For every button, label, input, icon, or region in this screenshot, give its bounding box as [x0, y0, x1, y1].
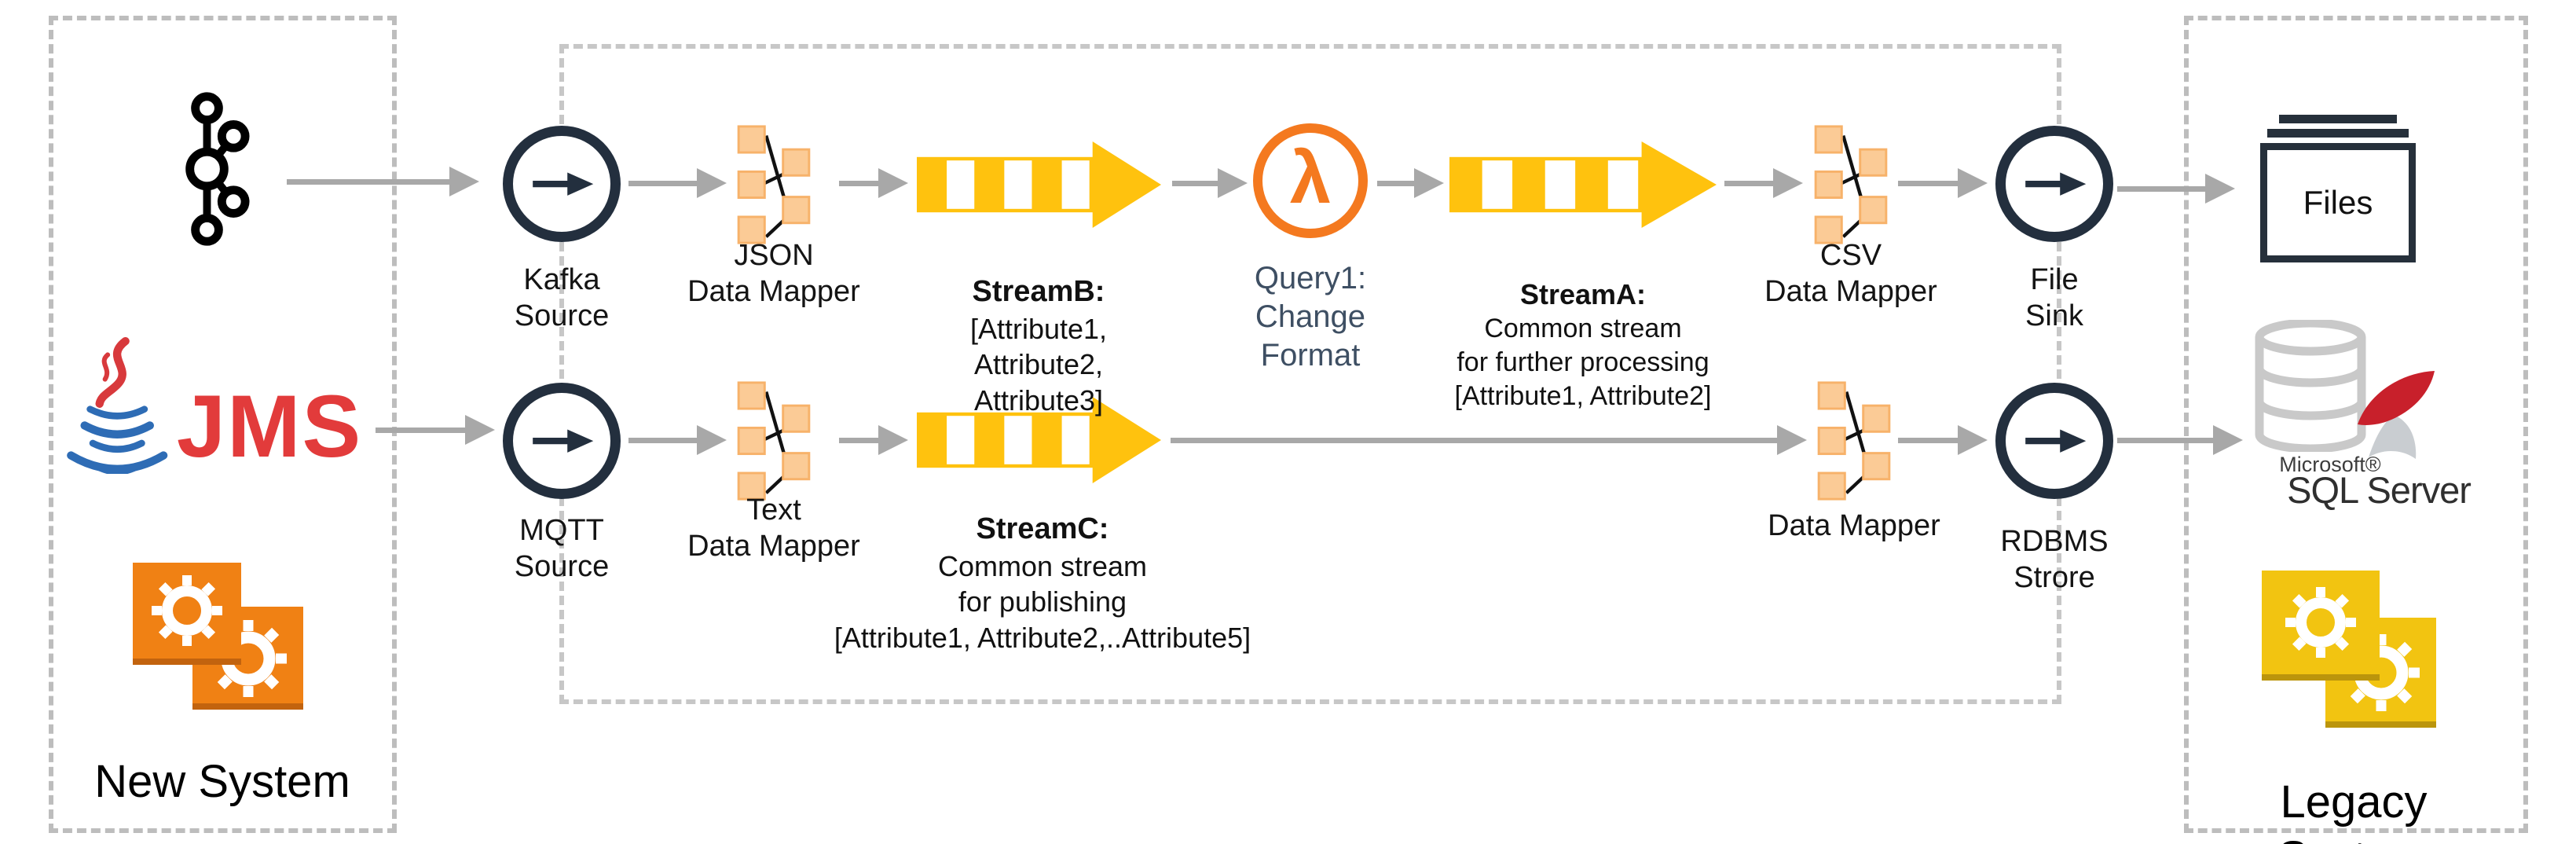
- json-data-mapper-icon: [737, 125, 811, 244]
- stacked-files-icon: Files: [2260, 115, 2416, 262]
- file-stack-bar: [2279, 115, 2397, 123]
- oval-arrow-icon: [533, 429, 594, 453]
- flow-arrow-streamC-to-data-mapper: [1171, 425, 1807, 455]
- kafka-icon: [185, 92, 250, 246]
- database-cylinder-icon: [2255, 320, 2366, 452]
- flow-arrow-text-mapper-to-streamC: [839, 425, 908, 455]
- streamB-attributes: [Attribute1, Attribute2, Attribute3]: [969, 312, 1108, 416]
- flow-arrow-jms-to-mqtt-source: [376, 415, 495, 445]
- gears-orange-icon: [133, 563, 303, 710]
- streamB-label: StreamB: [Attribute1, Attribute2, Attrib…: [834, 273, 1243, 419]
- pipeline-group-box: [559, 44, 2061, 704]
- legacy-system-label: Legacy System: [2277, 776, 2429, 844]
- flow-arrow-json-mapper-to-streamB: [839, 168, 908, 198]
- mqtt-source-label: MQTT Source: [514, 514, 610, 584]
- sql-server-name-label: SQL Server: [2287, 469, 2472, 511]
- new-system-group-box: [49, 16, 397, 833]
- csv-data-mapper-icon: [1814, 125, 1888, 244]
- streamC-title: StreamC:: [976, 512, 1109, 545]
- data-mapper-icon: [1817, 381, 1891, 501]
- flow-arrow-query1-to-streamA: [1377, 168, 1444, 198]
- text-data-mapper-label: Text Data Mapper: [687, 494, 860, 563]
- file-sink-label: File Sink: [2025, 263, 2083, 333]
- flow-arrow-mqtt-to-text-mapper: [628, 425, 727, 455]
- flow-arrow-csv-mapper-to-file-sink: [1898, 168, 1988, 198]
- file-sink-node: [1995, 126, 2113, 242]
- streamC-stream-arrow-icon: [917, 397, 1161, 483]
- flow-arrow-rdbms-to-sql-server: [2117, 425, 2243, 455]
- data-mapper-label: Data Mapper: [1768, 509, 1940, 542]
- csv-data-mapper-label: CSV Data Mapper: [1764, 239, 1937, 309]
- gears-yellow-icon: [2262, 571, 2436, 728]
- streamA-description: Common stream for further processing [At…: [1454, 314, 1712, 412]
- oval-arrow-icon: [2025, 172, 2087, 196]
- files-box: Files: [2260, 143, 2416, 262]
- streamB-title: StreamB:: [972, 275, 1105, 308]
- file-stack-bar: [2267, 129, 2409, 138]
- streamA-title: StreamA:: [1519, 278, 1647, 310]
- streamB-stream-arrow-icon: [917, 141, 1161, 228]
- mqtt-source-node: [503, 383, 621, 499]
- streamA-stream-arrow-icon: [1449, 141, 1717, 228]
- streamA-label: StreamA: Common stream for further proce…: [1371, 277, 1795, 414]
- flow-arrow-streamB-to-query1: [1172, 168, 1248, 198]
- jms-label: JMS: [176, 377, 363, 475]
- flow-arrow-file-sink-to-files: [2117, 174, 2235, 204]
- legacy-system-group-box: [2184, 16, 2528, 833]
- sql-server-brand-label: Microsoft®: [2279, 453, 2381, 476]
- kafka-source-label: Kafka Source: [514, 263, 610, 333]
- kafka-source-node: [503, 126, 621, 242]
- json-data-mapper-label: JSON Data Mapper: [687, 239, 860, 309]
- rdbms-store-node: [1995, 383, 2113, 499]
- flow-arrow-data-mapper-to-rdbms: [1898, 425, 1988, 455]
- oval-arrow-icon: [533, 172, 594, 196]
- streamC-description: Common stream for publishing [Attribute1…: [834, 549, 1251, 654]
- oval-arrow-icon: [2025, 429, 2087, 453]
- rdbms-store-label: RDBMS Strore: [2000, 525, 2109, 595]
- sql-server-swoosh-icon: [2358, 371, 2435, 459]
- flow-arrow-streamA-to-csv-mapper: [1724, 168, 1803, 198]
- flow-arrow-kafka-to-source: [287, 167, 479, 196]
- new-system-label: New System: [94, 756, 350, 807]
- streamC-label: StreamC: Common stream for publishing [A…: [760, 511, 1325, 656]
- lambda-icon: λ: [1253, 123, 1368, 238]
- java-cup-icon: [67, 336, 168, 474]
- text-data-mapper-icon: [737, 381, 811, 501]
- flow-arrow-source-to-json-mapper: [628, 168, 727, 198]
- lambda-glyph: λ: [1289, 136, 1332, 218]
- query1-label: Query1: Change Format: [1254, 261, 1367, 372]
